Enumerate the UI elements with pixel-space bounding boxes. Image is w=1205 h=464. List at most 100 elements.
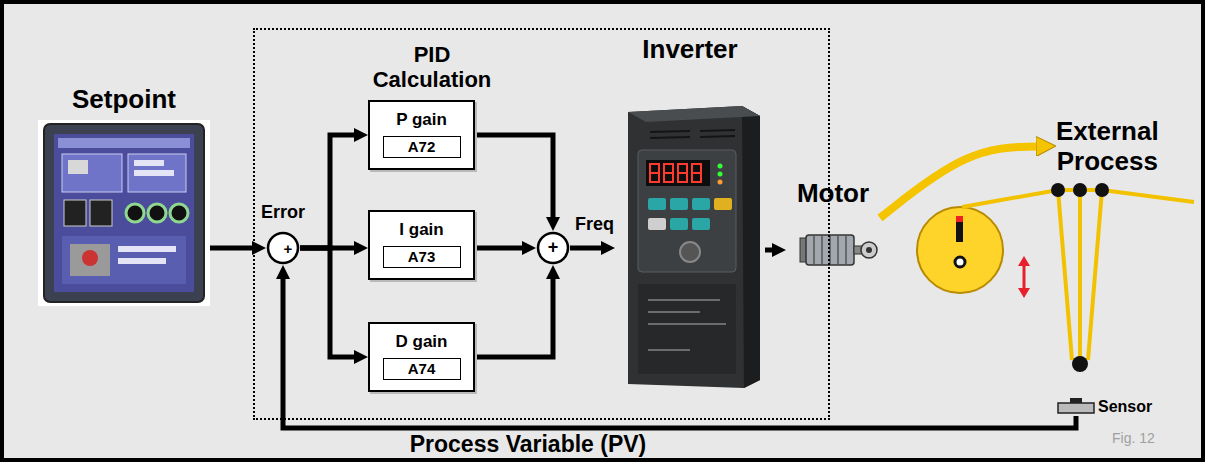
- node-label: Sensor: [1098, 398, 1152, 416]
- connector-arrow: [880, 146, 1038, 218]
- inverter-picture: [650, 130, 735, 138]
- connector-arrow: [300, 135, 356, 248]
- hmi-panel-picture: [58, 138, 190, 148]
- inverter-picture: [714, 198, 732, 210]
- parameter-box: A72: [383, 136, 461, 158]
- inverter-picture: [680, 242, 700, 262]
- inverter-picture: [646, 160, 710, 186]
- node-label: A74: [392, 360, 452, 378]
- drum-picture: [917, 207, 1003, 293]
- parameter-box: A74: [383, 358, 461, 380]
- pid-region: PID CalculationError+P gainA72I gainA73D…: [253, 28, 830, 420]
- hmi-panel-picture: [70, 244, 110, 276]
- inverter-picture: [650, 164, 701, 182]
- node-label: External Process: [1056, 116, 1159, 176]
- drum-picture: [956, 216, 963, 242]
- hmi-panel-picture: [148, 204, 166, 222]
- inverter-picture: [692, 198, 710, 210]
- web-process-picture: [1088, 190, 1102, 360]
- node-label: PID Calculation: [362, 42, 502, 92]
- inverter-picture: [638, 150, 736, 272]
- motor-picture: [806, 235, 854, 265]
- inverter-picture: [638, 284, 736, 374]
- hmi-panel-picture: [38, 120, 210, 306]
- connector-arrow: [570, 246, 603, 251]
- motor-unit: Motor: [786, 178, 880, 270]
- web-process-picture: [1102, 190, 1194, 202]
- web-process-picture: [1073, 183, 1087, 197]
- node-label: Setpoint: [38, 84, 210, 114]
- signal-label: Freq: [572, 213, 617, 235]
- hmi-panel-picture: [62, 236, 186, 284]
- figure-number: Fig. 12: [1112, 430, 1155, 446]
- sensor-box: Sensor: [1056, 398, 1152, 416]
- motor-picture: [866, 247, 872, 253]
- node-label: Error: [258, 201, 308, 223]
- inverter-picture: [678, 164, 687, 182]
- hmi-panel-picture: [44, 124, 204, 302]
- hmi-panel-picture: [170, 204, 188, 222]
- hmi-panel-picture: [134, 160, 164, 166]
- hmi-panel-picture: [90, 200, 112, 226]
- junction-circle: [268, 233, 298, 263]
- web-process-picture: [1072, 356, 1088, 372]
- drum-picture: [955, 257, 965, 267]
- node-label: Inverter: [615, 34, 765, 64]
- inverter-picture: [718, 180, 723, 185]
- connector-arrow: [475, 135, 553, 219]
- node-label: D gain: [396, 332, 448, 352]
- inverter-picture: [648, 323, 726, 325]
- connector-arrow: [210, 246, 254, 251]
- inverter-picture: [628, 106, 760, 122]
- junction-circle: [266, 231, 300, 265]
- inverter-picture: [628, 106, 760, 388]
- inverter-picture: [650, 164, 659, 182]
- inverter-picture: [648, 198, 666, 210]
- gain-box: D gainA74: [368, 322, 475, 392]
- node-label: A73: [392, 248, 452, 266]
- motion-arrow: [1018, 288, 1030, 298]
- hmi-panel-picture: [118, 246, 176, 252]
- motion-arrow: [1018, 256, 1030, 298]
- hmi-panel-picture: [118, 258, 166, 264]
- node-label: Motor: [786, 178, 880, 208]
- parameter-box: A73: [383, 246, 461, 268]
- inverter-picture: [718, 172, 723, 177]
- node-label: I gain: [399, 220, 443, 240]
- gain-box: P gainA72: [368, 100, 475, 170]
- web-process-picture: [1078, 190, 1082, 360]
- node-label: P gain: [396, 110, 447, 130]
- inverter-picture: [700, 130, 735, 131]
- signal-label: Process Variable (PV): [407, 432, 650, 456]
- summing-junction: Error+: [266, 231, 300, 265]
- gain-box: I gainA73: [368, 210, 475, 280]
- sensor-symbol: [1058, 398, 1094, 413]
- inverter-picture: [742, 106, 760, 388]
- connector-arrow: [300, 248, 356, 357]
- inverter-picture: [664, 164, 673, 182]
- motion-arrow: [1023, 264, 1026, 290]
- web-process-picture: [1051, 183, 1065, 197]
- hmi-panel-picture: [126, 204, 144, 222]
- inverter-picture: [650, 137, 690, 138]
- node-label: +: [280, 240, 296, 257]
- inverter-picture: [648, 300, 726, 350]
- motor-picture: [813, 236, 815, 264]
- inverter-picture: [648, 299, 720, 301]
- motor-picture: [861, 242, 877, 258]
- connector-arrow: [283, 277, 1076, 428]
- connector-arrow: [765, 248, 774, 253]
- drum-picture: [917, 207, 1003, 293]
- hmi-panel-picture: [128, 154, 186, 192]
- inverter-picture: [718, 164, 723, 169]
- web-process-picture: [962, 190, 1194, 360]
- motor-picture: [814, 236, 846, 264]
- connector-arrow: [475, 277, 553, 357]
- inverter-picture: [692, 164, 701, 182]
- inverter-picture: [670, 198, 688, 210]
- web-process-picture: [1058, 190, 1072, 360]
- setpoint-panel: Setpoint: [38, 84, 210, 306]
- web-process-picture: [1095, 183, 1109, 197]
- web-process-picture: [962, 183, 1194, 372]
